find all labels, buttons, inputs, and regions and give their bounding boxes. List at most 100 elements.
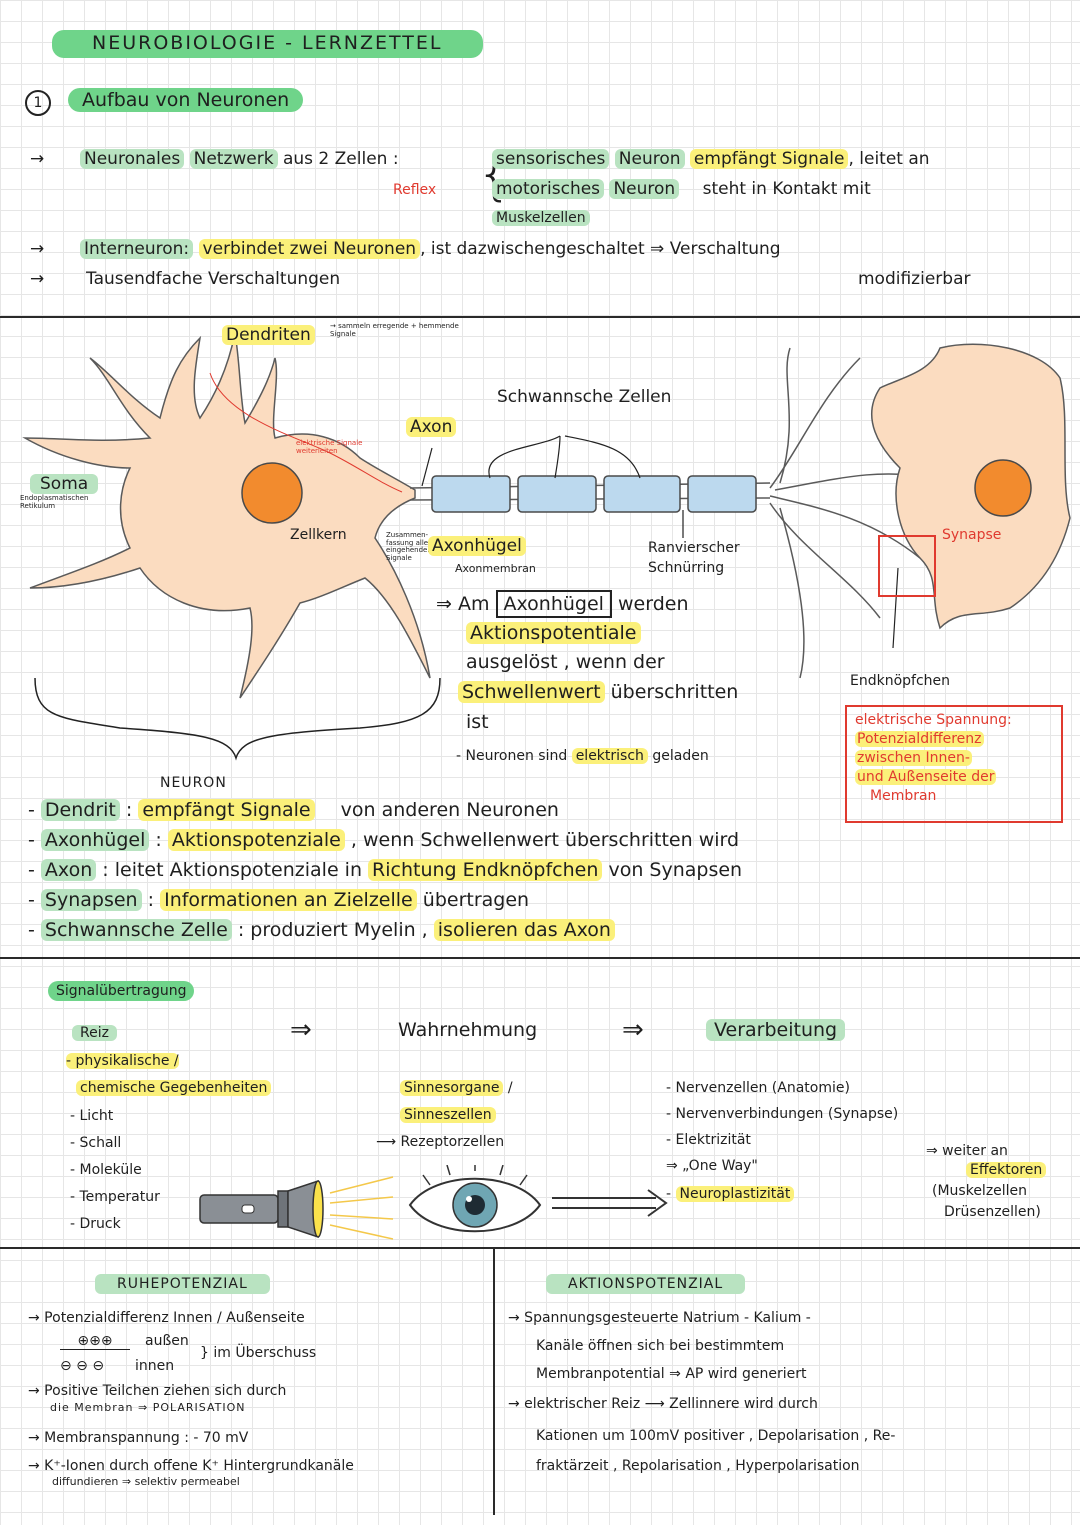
flashlight-icon — [199, 1176, 394, 1240]
intro-line-1: Neuronales Netzwerk aus 2 Zellen : — [80, 149, 399, 170]
ruhe-ueberschuss: } im Überschuss — [200, 1345, 317, 1361]
sinnesorgane-label: Sinnesorgane / — [400, 1080, 513, 1096]
signal-title: Signalübertragung — [48, 981, 195, 1001]
ap-line-2: Aktionspotentiale — [466, 622, 641, 645]
def-schwann: - Schwannsche Zelle : produziert Myelin … — [28, 919, 615, 942]
dendriten-label: Dendriten — [222, 325, 315, 346]
intro-line-2: motorisches Neuron steht in Kontakt mit — [492, 179, 871, 200]
rezeptor-label: ⟶ Rezeptorzellen — [376, 1134, 505, 1150]
wahrnehmung-label: Wahrnehmung — [398, 1019, 538, 1041]
phys-line-1: - physikalische / — [66, 1053, 179, 1069]
axonmembran-label: Axonmembran — [455, 562, 536, 575]
arrow-reiz-wahrnehmung: ⇒ — [290, 1015, 312, 1045]
voltage-def-5: Membran — [870, 788, 937, 804]
voltage-def-3: zwischen Innen- — [855, 750, 972, 766]
intro-line-4: Interneuron: verbindet zwei Neuronen, is… — [80, 239, 781, 260]
aktion-line-5: Kationen um 100mV positiver , Depolarisa… — [536, 1428, 896, 1444]
ruhe-aussen: außen — [145, 1333, 189, 1349]
axonhuegel-label: Axonhügel — [428, 536, 526, 557]
arrow-wahrnehmung-verarbeitung: ⇒ — [622, 1015, 644, 1045]
aktion-line-4: → elektrischer Reiz ⟶ Zellinnere wird du… — [508, 1396, 818, 1412]
verarbeitung-label: Verarbeitung — [706, 1019, 846, 1042]
ruhe-line-6: diffundieren ⇒ selektiv permeabel — [52, 1475, 240, 1488]
neuron-brace — [34, 677, 441, 761]
ruhe-plus: ⊕⊕⊕ — [60, 1333, 130, 1351]
verarb-item-4: ⇒ „One Way" — [666, 1158, 758, 1174]
effektoren-4: Drüsenzellen) — [944, 1204, 1041, 1220]
ruhe-innen: innen — [135, 1358, 175, 1374]
synapse-box — [878, 535, 936, 597]
aktion-line-6: fraktärzeit , Repolarisation , Hyperpola… — [536, 1458, 860, 1474]
reiz-item-schall: - Schall — [70, 1135, 122, 1151]
section-number: 1 — [25, 90, 51, 116]
intro-line-5b: modifizierbar — [858, 269, 971, 289]
dendriten-note: → sammeln erregende + hemmende Signale — [330, 322, 459, 338]
divider-1 — [0, 316, 1080, 318]
ruhe-line-2: → Positive Teilchen ziehen sich durch — [28, 1383, 287, 1399]
ap-line-6: - Neuronen sind elektrisch geladen — [456, 748, 709, 764]
verarb-item-2: - Nervenverbindungen (Synapse) — [666, 1106, 899, 1122]
aktion-line-2: Kanäle öffnen sich bei bestimmtem — [536, 1338, 785, 1354]
intro-line-3: Muskelzellen — [492, 210, 590, 226]
intro-arrow-1: → — [30, 149, 45, 169]
zellkern-label: Zellkern — [290, 527, 347, 543]
signal-path — [209, 372, 403, 493]
def-axon: - Axon : leitet Aktionspotenziale in Ric… — [28, 859, 743, 881]
nucleus-right — [974, 459, 1032, 517]
voltage-def-1: elektrische Spannung: — [855, 712, 1012, 728]
intro-arrow-2: → — [30, 239, 45, 259]
sinneszellen-label: Sinneszellen — [400, 1107, 496, 1123]
effektoren-3: (Muskelzellen — [932, 1183, 1028, 1199]
ruhe-line-1: → Potenzialdifferenz Innen / Außenseite — [28, 1310, 305, 1326]
ap-line-1: ⇒ Am Axonhügel werden — [436, 590, 689, 618]
ruhe-line-4: → Membranspannung : - 70 mV — [28, 1430, 249, 1446]
ap-line-5: ist — [466, 711, 489, 733]
voltage-def-4: und Außenseite der — [855, 769, 997, 785]
eye-icon — [408, 1165, 542, 1233]
soma-shape — [22, 332, 431, 699]
aktion-title: AKTIONSPOTENZIAL — [546, 1274, 746, 1294]
neuron-diagram — [22, 332, 1071, 761]
verarb-item-1: - Nervenzellen (Anatomie) — [666, 1080, 850, 1096]
ap-line-3: ausgelöst , wenn der — [466, 651, 665, 673]
ranvier-label-2: Schnürring — [648, 560, 725, 576]
voltage-definition-box — [845, 705, 1063, 823]
effektoren-1: ⇒ weiter an — [926, 1143, 1008, 1159]
target-cell — [871, 343, 1071, 630]
reiz-label: Reiz — [72, 1025, 117, 1041]
phys-line-2: chemische Gegebenheiten — [76, 1080, 272, 1096]
page-title: NEUROBIOLOGIE - LERNZETTEL — [52, 30, 483, 58]
effektoren-2: Effektoren — [966, 1162, 1047, 1178]
ruhe-title: RUHEPOTENZIAL — [95, 1274, 270, 1294]
reflex-label: Reflex — [393, 182, 437, 198]
ap-line-4: Schwellenwert überschritten — [458, 681, 738, 704]
intro-arrow-3: → — [30, 269, 45, 289]
verarb-item-3: - Elektrizität — [666, 1132, 751, 1148]
reiz-item-molekuele: - Moleküle — [70, 1162, 142, 1178]
axon-label: Axon — [406, 417, 457, 438]
endknoepfchen-label: Endknöpfchen — [850, 673, 951, 689]
divider-3 — [0, 1247, 1080, 1249]
verarb-item-5: - Neuroplastizität — [666, 1186, 795, 1202]
column-divider — [493, 1249, 495, 1515]
aktion-line-3: Membranpotential ⇒ AP wird generiert — [536, 1366, 807, 1382]
voltage-def-2: Potenzialdifferenz — [855, 731, 984, 747]
soma-label: Soma — [30, 474, 99, 495]
section-title: Aufbau von Neuronen — [68, 88, 304, 112]
eye-to-processing-arrow — [552, 1189, 668, 1217]
ruhe-minus: ⊖ ⊖ ⊖ — [60, 1358, 105, 1374]
reiz-item-licht: - Licht — [70, 1108, 114, 1124]
intro-line-1-right: sensorisches Neuron empfängt Signale, le… — [492, 149, 930, 170]
ruhe-line-5: → K⁺-Ionen durch offene K⁺ Hintergrundka… — [28, 1458, 354, 1474]
def-axonhuegel: - Axonhügel : Aktionspotenziale , wenn S… — [28, 829, 740, 851]
reiz-item-druck: - Druck — [70, 1216, 121, 1232]
myelin-sheaths — [431, 475, 757, 513]
aktion-line-1: → Spannungsgesteuerte Natrium - Kalium - — [508, 1310, 811, 1326]
summation-note: Zusammen-fassung aller eingehenden Signa… — [386, 531, 432, 563]
reiz-item-temperatur: - Temperatur — [70, 1189, 160, 1205]
divider-2 — [0, 957, 1080, 959]
intro-line-5: Tausendfache Verschaltungen — [86, 269, 341, 289]
ranvier-label-1: Ranvierscher — [648, 540, 740, 556]
soma-note: Endoplasmatischen Retikulum — [20, 494, 89, 510]
ruhe-line-3: die Membran ⇒ POLARISATION — [50, 1401, 246, 1414]
